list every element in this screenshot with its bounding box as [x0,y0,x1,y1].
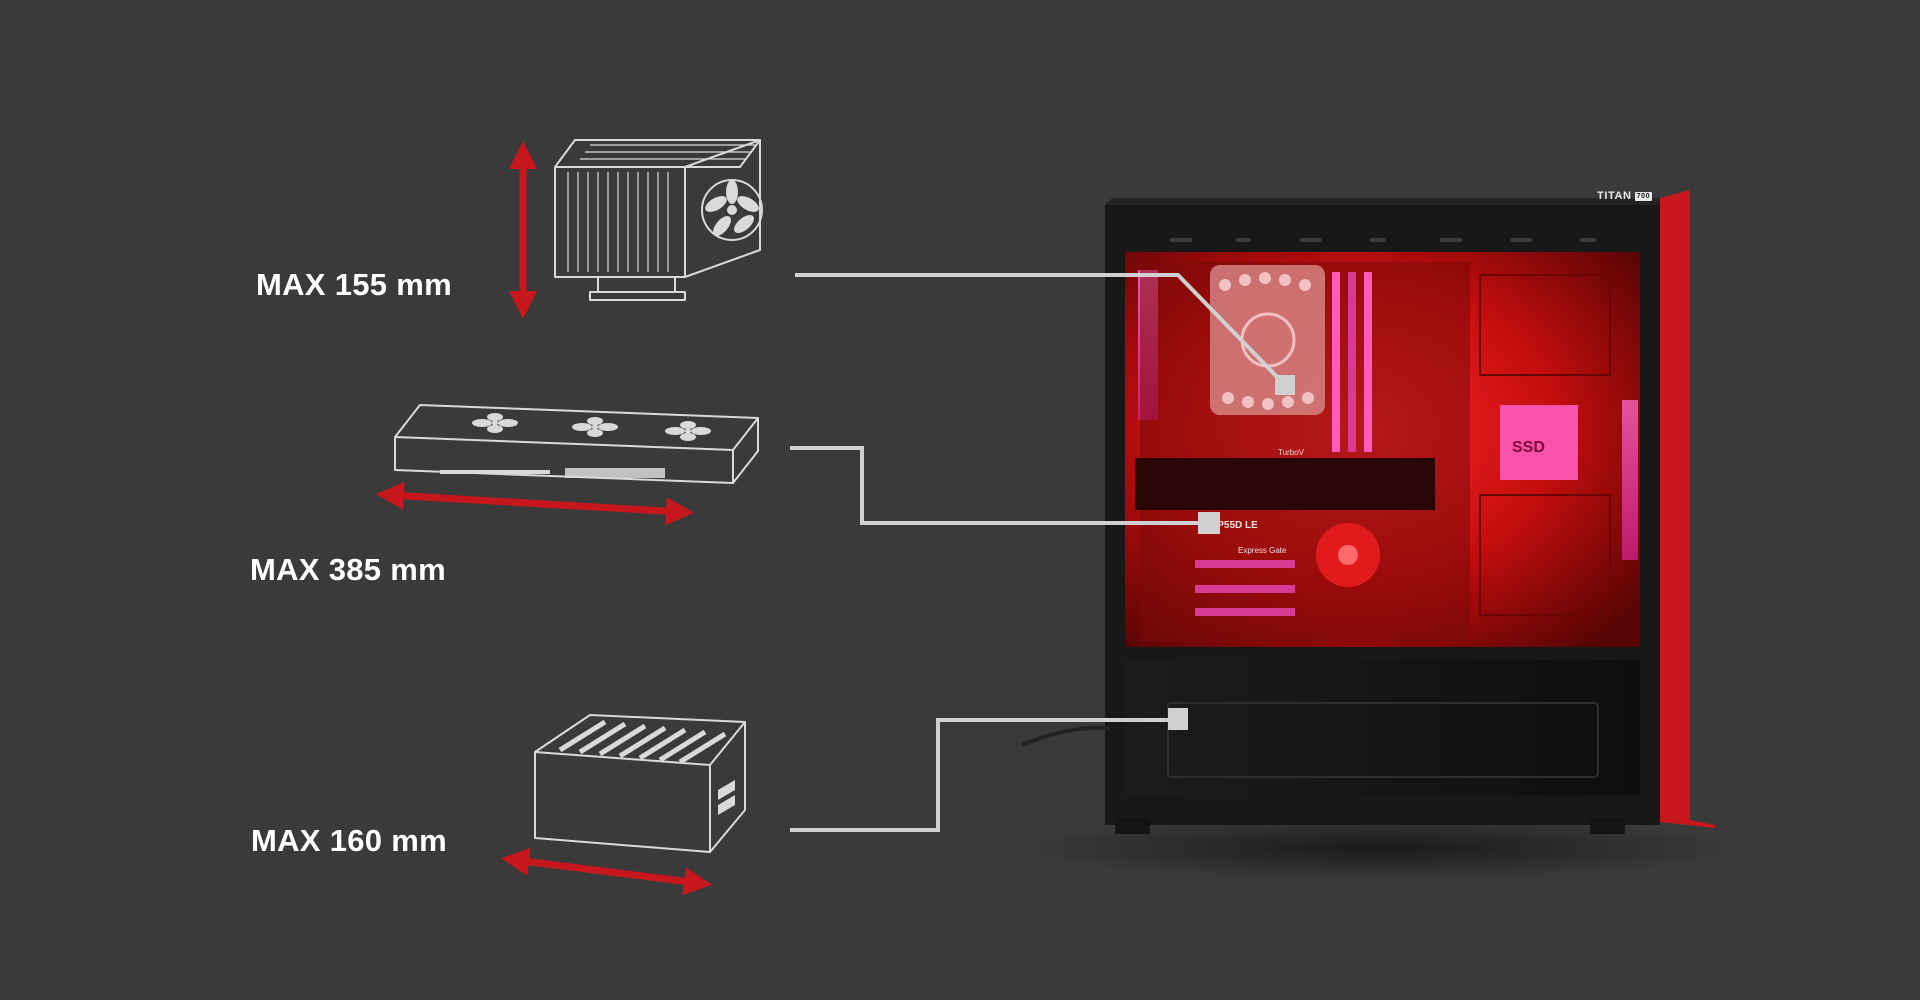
case-logo-text: TITAN [1597,190,1632,202]
graphics-card-icon [394,404,759,484]
power-supply-max-length-label: MAX 160 mm [251,823,447,858]
gpu-connector-endpoint [1198,512,1220,534]
case-logo-badge: 700 [1634,191,1653,201]
power-supply-icon [534,714,746,853]
graphics-card-max-length-label: MAX 385 mm [250,552,446,587]
case-logo: TITAN 700 [1597,190,1653,202]
express-gate-text: Express Gate [1238,546,1287,555]
cpu-cooler-max-height-label: MAX 155 mm [256,267,452,302]
ssd-text: SSD [1512,439,1545,456]
gpu-connector [790,446,1210,525]
psu-connector [790,718,1180,832]
connector-lines [790,273,1287,832]
cpu-cooler-icon [554,139,763,301]
pc-case: TurboV P7P55D LE Express Gate SSD [1020,190,1740,880]
motherboard-text: P7P55D LE [1205,520,1258,531]
psu-connector-endpoint [1168,708,1188,730]
depth-arrow [501,847,712,896]
cooler-connector [795,273,1287,387]
cooler-connector-endpoint [1275,375,1295,395]
length-arrow [376,481,694,526]
gpu-brand-text: TurboV [1278,448,1305,457]
